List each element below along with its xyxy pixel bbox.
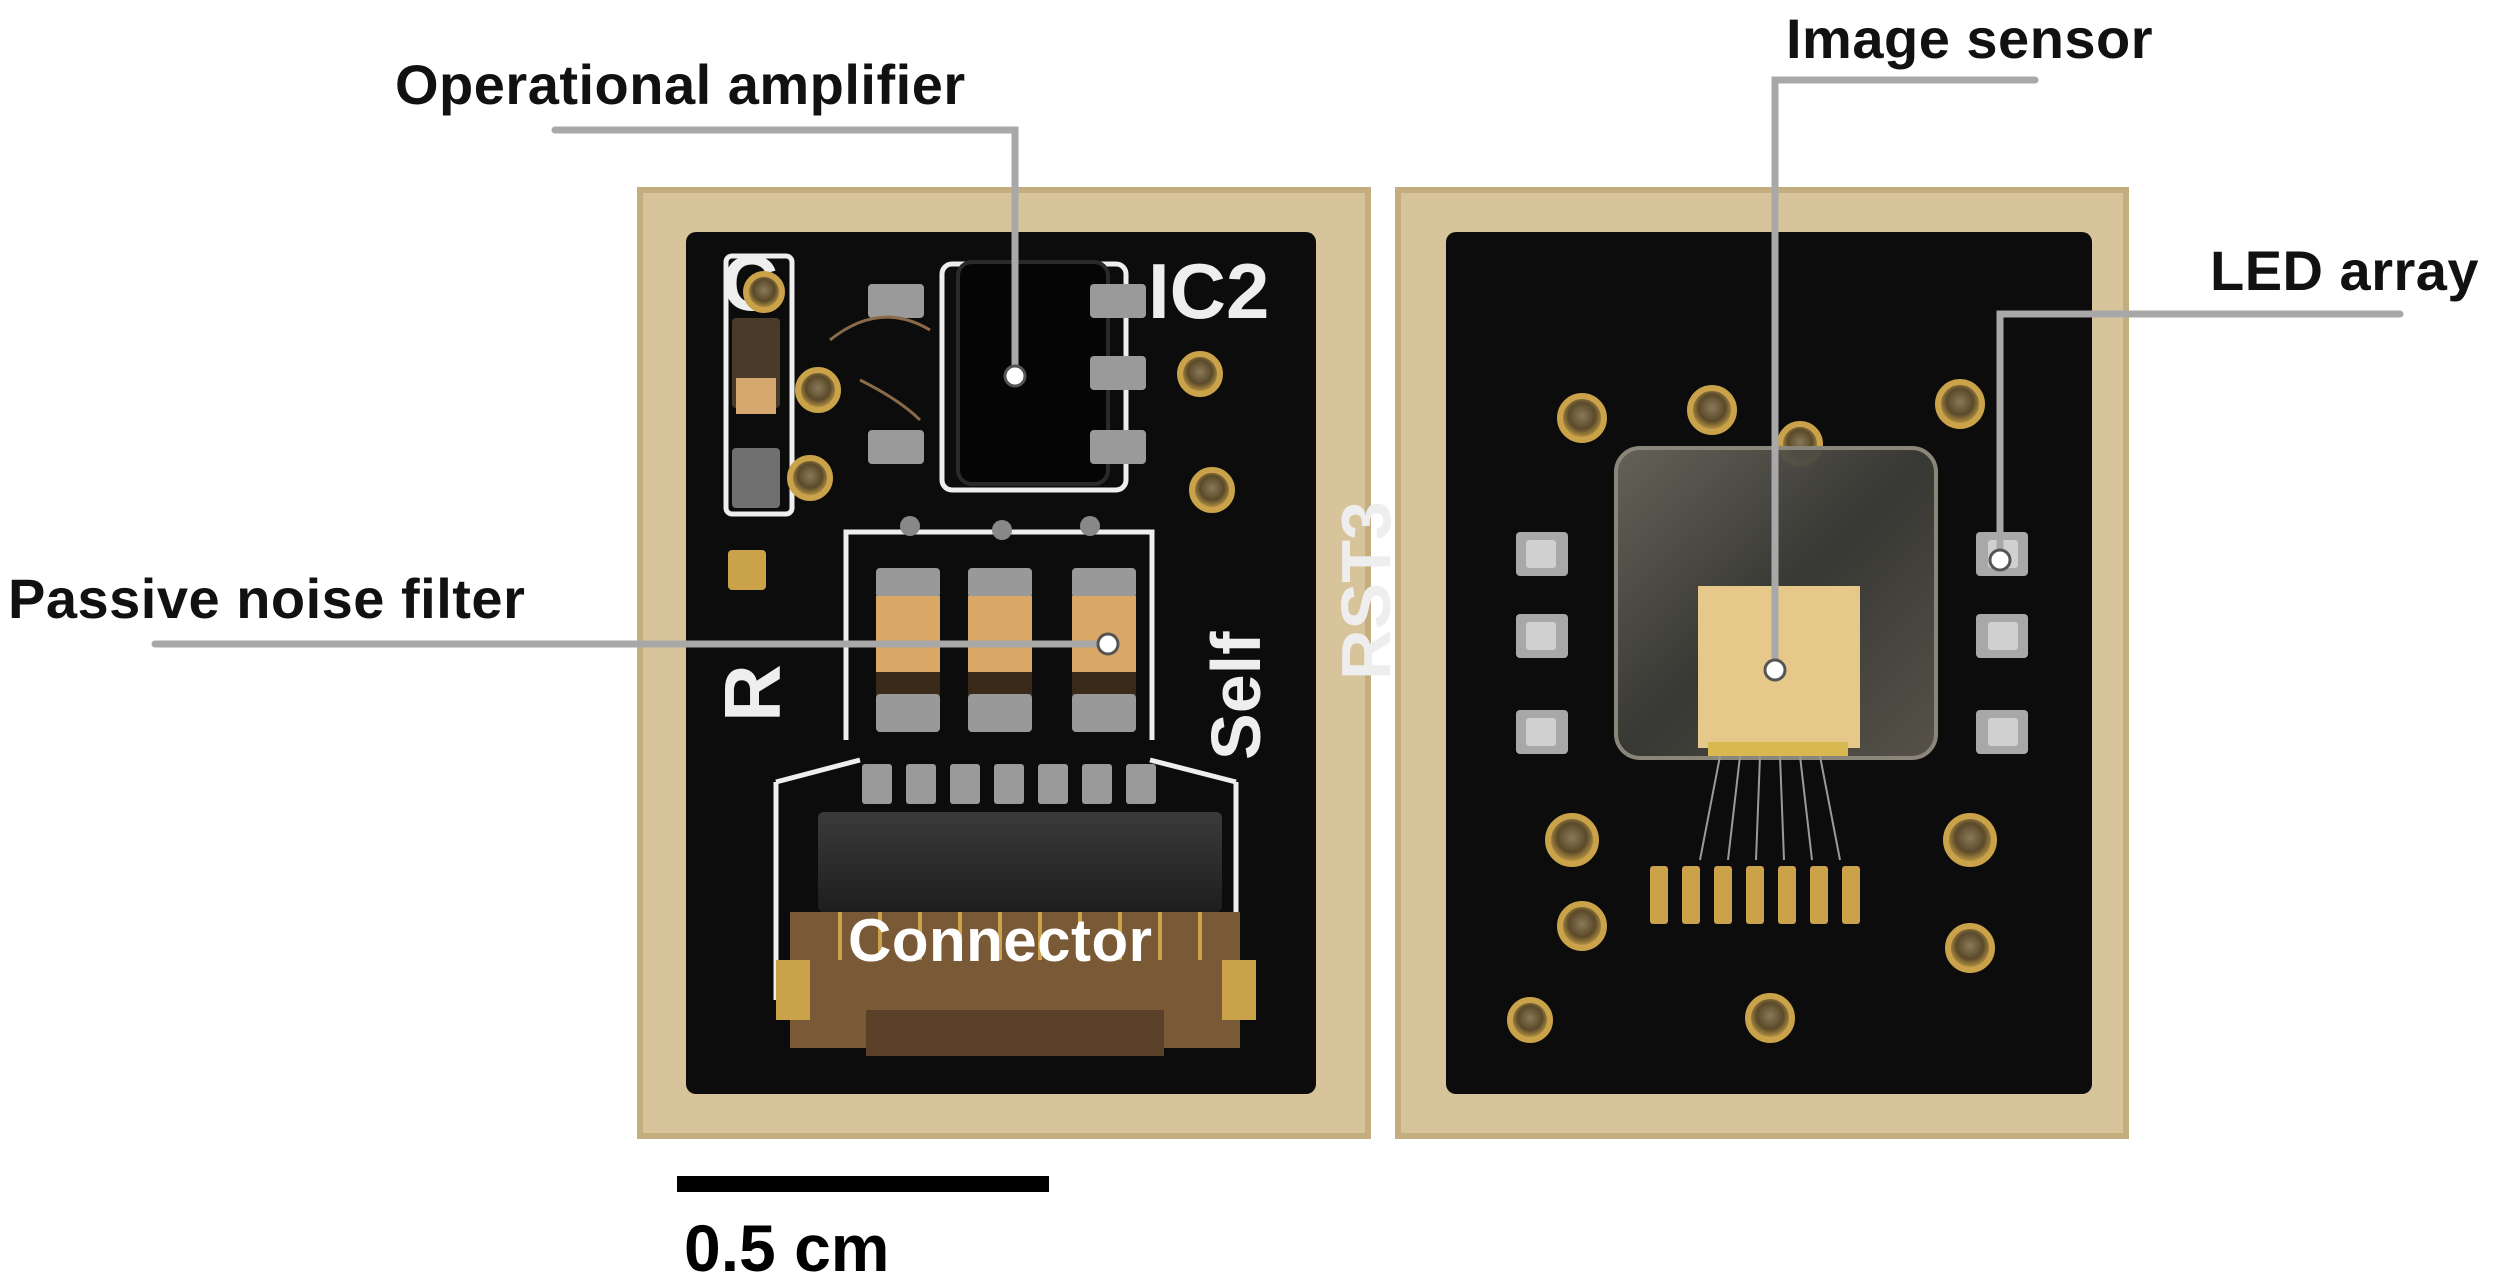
scale-bar-label: 0.5 cm bbox=[684, 1211, 890, 1285]
leader-op-amp bbox=[551, 126, 1019, 380]
label-led-array: LED array bbox=[2210, 239, 2480, 302]
silkscreen-ic2: IC2 bbox=[1148, 247, 1269, 335]
ffc-connector bbox=[776, 764, 1256, 1056]
silkscreen-rst3: RST3 bbox=[1327, 501, 1405, 680]
right-circuit-board bbox=[1395, 187, 2129, 1139]
scale-bar bbox=[677, 1176, 1049, 1192]
label-image-sensor: Image sensor bbox=[1786, 7, 2154, 70]
svg-text:R: R bbox=[708, 664, 797, 722]
passive-capacitors bbox=[876, 516, 1136, 732]
label-operational-amplifier: Operational amplifier bbox=[395, 53, 966, 116]
label-connector: Connector bbox=[848, 907, 1153, 974]
led-array bbox=[1516, 532, 2028, 754]
leader-lines bbox=[151, 76, 2404, 674]
leader-led-array bbox=[1996, 310, 2404, 564]
silkscreen-self: Self bbox=[1197, 631, 1275, 760]
op-amp-chip bbox=[956, 260, 1110, 486]
left-circuit-board: IC2 C R Self RST3 bbox=[637, 187, 1405, 1139]
label-passive-noise-filter: Passive noise filter bbox=[8, 567, 526, 630]
leader-image-sensor bbox=[1771, 76, 2039, 674]
